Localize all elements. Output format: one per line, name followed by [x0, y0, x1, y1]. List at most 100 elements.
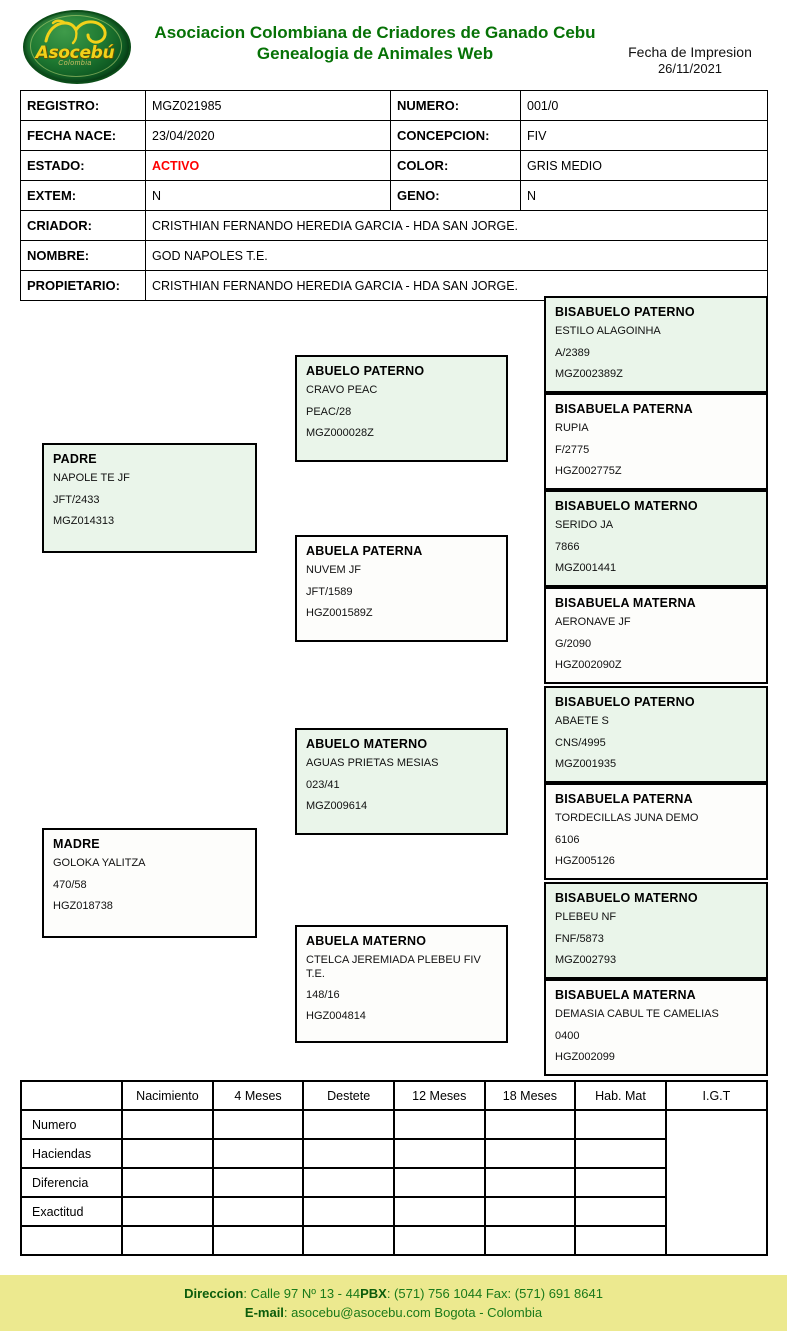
stats-cell: [121, 1138, 214, 1169]
pedigree-name: RUPIA: [555, 422, 589, 434]
pedigree-reg: HGZ002099: [555, 1050, 615, 1063]
pedigree-reg: HGZ001589Z: [306, 606, 373, 619]
logo-subtext: Colombia: [58, 60, 92, 67]
stats-row-label: Haciendas: [19, 1138, 124, 1169]
title-line-2: Genealogia de Animales Web: [256, 44, 494, 63]
pedigree-reg: MGZ009614: [306, 799, 368, 812]
stats-col-igt: I.G.T: [664, 1080, 769, 1111]
stats-cell: [392, 1109, 486, 1140]
email-label: E-mail: [244, 1305, 284, 1320]
stats-cell: [121, 1167, 214, 1198]
pedigree-name: CRAVO PEAC: [306, 384, 378, 396]
pedigree-reg: MGZ014313: [53, 514, 115, 527]
propietario-value: CRISTHIAN FERNANDO HEREDIA GARCIA - HDA …: [145, 270, 768, 301]
pedigree-box-abuela-paterna: ABUELA PATERNA NUVEM JF JFT/1589 HGZ0015…: [295, 535, 508, 642]
table-row: Diferencia: [19, 1167, 767, 1198]
concepcion-label: CONCEPCION:: [390, 120, 521, 151]
logo-wordmark: Asocebú: [35, 43, 115, 63]
pedigree-code: 470/58: [53, 878, 87, 891]
pedigree-title: BISABUELA MATERNA: [555, 596, 696, 610]
page-title: Asociacion Colombiana de Criadores de Ga…: [135, 22, 615, 64]
stats-cell: [483, 1196, 577, 1227]
stats-cell: [302, 1138, 395, 1169]
pedigree-title: BISABUELO MATERNO: [555, 499, 698, 513]
registro-value: MGZ021985: [145, 90, 391, 121]
table-row: Haciendas: [19, 1138, 767, 1169]
stats-cell: [392, 1138, 486, 1169]
geno-label: GENO:: [390, 180, 521, 211]
email-value: : asocebu@asocebu.com Bogota - Colombia: [283, 1305, 543, 1320]
pedigree-title: BISABUELA PATERNA: [555, 402, 693, 416]
measurements-table: Nacimiento 4 Meses Destete 12 Meses 18 M…: [19, 1080, 769, 1256]
logo-inner-ring: [30, 15, 122, 77]
pedigree-box-bisabuelo-paterno-1: BISABUELO PATERNO ESTILO ALAGOINHA A/238…: [544, 296, 768, 393]
estado-label: ESTADO:: [20, 150, 146, 181]
pedigree-reg: MGZ001441: [555, 561, 617, 574]
pedigree-reg: HGZ018738: [53, 899, 113, 912]
table-row: Numero: [19, 1109, 769, 1256]
pedigree-title: ABUELA MATERNO: [306, 934, 427, 948]
pedigree-name: AERONAVE JF: [555, 616, 631, 628]
table-row: CRIADOR: CRISTHIAN FERNANDO HEREDIA GARC…: [20, 210, 768, 241]
print-date-label: Fecha de Impresion: [628, 44, 752, 60]
criador-value: CRISTHIAN FERNANDO HEREDIA GARCIA - HDA …: [145, 210, 768, 241]
pedigree-title: ABUELO PATERNO: [306, 364, 425, 378]
stats-cell: [211, 1167, 305, 1198]
pedigree-box-madre: MADRE GOLOKA YALITZA 470/58 HGZ018738: [42, 828, 257, 938]
stats-cell: [574, 1225, 667, 1256]
geno-value: N: [520, 180, 768, 211]
table-row: [19, 1225, 767, 1256]
pedigree-title: MADRE: [53, 837, 100, 851]
stats-cell: [121, 1109, 214, 1140]
pedigree-code: JFT/2433: [53, 493, 100, 506]
pedigree-reg: HGZ005126: [555, 854, 615, 867]
pedigree-code: 6106: [555, 833, 580, 846]
stats-cell: [121, 1225, 214, 1256]
pedigree-name: SERIDO JA: [555, 519, 614, 531]
pedigree-code: FNF/5873: [555, 932, 604, 945]
pedigree-box-abuela-materno: ABUELA MATERNO CTELCA JEREMIADA PLEBEU F…: [295, 925, 508, 1043]
stats-cell: [211, 1138, 305, 1169]
zebu-bull-icon: [44, 19, 107, 45]
pedigree-code: 0400: [555, 1029, 580, 1042]
stats-col-18-meses: 18 Meses: [483, 1080, 577, 1111]
stats-col-destete: Destete: [302, 1080, 395, 1111]
pedigree-name: NAPOLE TE JF: [53, 472, 130, 484]
pbx-value: : (571) 756 1044 Fax: (571) 691 8641: [386, 1286, 603, 1301]
stats-cell: [121, 1196, 214, 1227]
page-header: Asocebú Colombia Asociacion Colombiana d…: [0, 0, 787, 86]
pedigree-title: BISABUELO PATERNO: [555, 695, 695, 709]
stats-col-4-meses: 4 Meses: [211, 1080, 305, 1111]
pedigree-reg: HGZ004814: [306, 1010, 366, 1022]
stats-row-label: Exactitud: [19, 1196, 124, 1227]
stats-cell: [302, 1167, 395, 1198]
pedigree-code: F/2775: [555, 443, 590, 456]
pedigree-title: BISABUELO MATERNO: [555, 891, 698, 905]
stats-row-label: Diferencia: [19, 1167, 124, 1198]
pedigree-title: BISABUELA MATERNA: [555, 988, 696, 1002]
stats-cell: [483, 1167, 577, 1198]
direccion-label: Direccion: [184, 1286, 244, 1301]
stats-cell: [483, 1225, 577, 1256]
extem-label: EXTEM:: [20, 180, 146, 211]
pedigree-code: PEAC/28: [306, 405, 352, 418]
stats-cell: [211, 1225, 305, 1256]
stats-cell-igt: [664, 1109, 769, 1256]
fecha-nace-label: FECHA NACE:: [20, 120, 146, 151]
pedigree-box-bisabuela-paterna-1: BISABUELA PATERNA RUPIA F/2775 HGZ002775…: [544, 393, 768, 490]
pedigree-box-abuelo-materno: ABUELO MATERNO AGUAS PRIETAS MESIAS 023/…: [295, 728, 508, 835]
pedigree-name: NUVEM JF: [306, 564, 361, 576]
stats-cell: [392, 1196, 486, 1227]
pedigree-title: ABUELO MATERNO: [306, 737, 428, 751]
pedigree-box-abuelo-paterno: ABUELO PATERNO CRAVO PEAC PEAC/28 MGZ000…: [295, 355, 508, 462]
print-date-value: 26/11/2021: [657, 61, 723, 76]
pedigree-title: BISABUELO PATERNO: [555, 305, 695, 319]
print-date-block: Fecha de Impresion 26/11/2021: [600, 44, 780, 77]
pedigree-box-bisabuela-materna-2: BISABUELA MATERNA DEMASIA CABUL TE CAMEL…: [544, 979, 768, 1076]
stats-row-label: Numero: [19, 1109, 124, 1140]
stats-cell: [302, 1225, 395, 1256]
table-row: REGISTRO: MGZ021985 NUMERO: 001/0: [20, 90, 768, 121]
animal-info-table: REGISTRO: MGZ021985 NUMERO: 001/0 FECHA …: [20, 90, 768, 301]
stats-col-nacimiento: Nacimiento: [121, 1080, 214, 1111]
